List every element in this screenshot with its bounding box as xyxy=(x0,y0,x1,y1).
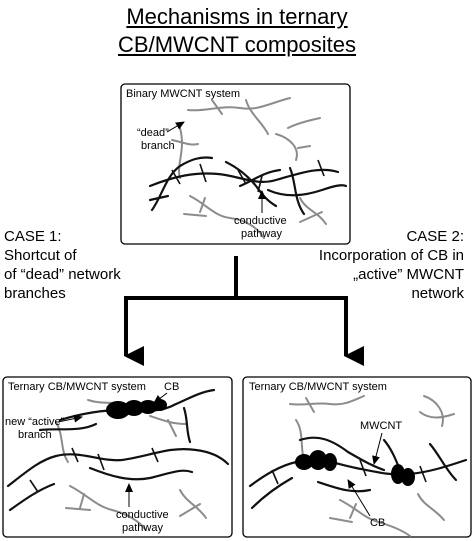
dead-nanotube xyxy=(55,421,69,463)
active-nanotube xyxy=(238,168,282,188)
dead-nanotube xyxy=(417,493,445,521)
case-1-heading: CASE 1: xyxy=(4,228,62,245)
dead-nanotube xyxy=(349,503,357,519)
dead-branch-arrow xyxy=(166,121,185,133)
cnt-junction-ticks xyxy=(29,447,159,493)
carbon-black-aggregate xyxy=(295,450,337,471)
dead-nanotube xyxy=(245,99,269,135)
dead-nanotube xyxy=(339,499,411,537)
cb-arrow xyxy=(347,479,371,517)
dead-nanotube xyxy=(305,397,315,413)
dead-nanotube xyxy=(275,133,298,161)
dead-nanotube xyxy=(179,489,207,519)
case-2-line-3: „active” MWCNT xyxy=(353,266,464,283)
branching-arrows xyxy=(124,256,364,366)
carbon-black-aggregate xyxy=(106,399,167,419)
case-1-line-2: Shortcut of xyxy=(4,247,77,264)
mwcnt-arrow xyxy=(372,432,383,465)
active-nanotube xyxy=(428,442,458,482)
new-active-branch-label: new “active” xyxy=(5,416,65,428)
active-nanotube xyxy=(8,482,56,512)
dead-nanotube xyxy=(178,127,183,179)
cb-arrow xyxy=(153,392,168,404)
dead-nanotube xyxy=(287,117,321,129)
dead-nanotube xyxy=(299,197,327,225)
dead-nanotube xyxy=(187,97,291,112)
binary-panel: Binary MWCNT system xyxy=(120,83,351,245)
conductive-pathway-label: pathway xyxy=(241,228,282,240)
dead-nanotube xyxy=(69,485,147,531)
title-line-2: CB/MWCNT composites xyxy=(118,32,356,57)
dead-nanotube xyxy=(419,411,455,419)
active-nanotube xyxy=(316,480,372,493)
dead-nanotube xyxy=(65,507,91,511)
dead-nanotube xyxy=(79,493,85,509)
active-nanotube xyxy=(88,466,194,481)
conductive-pathway-label: conductive xyxy=(234,215,287,227)
active-nanotube xyxy=(148,168,340,188)
mwcnt-label: MWCNT xyxy=(360,420,402,432)
conductive-pathway-label: conductive xyxy=(116,509,169,521)
ternary-panel-case-1: Ternary CB/MWCNT system xyxy=(2,376,233,538)
active-nanotube xyxy=(248,458,468,488)
title-line-1: Mechanisms in ternary xyxy=(126,4,348,29)
new-active-branch-label: branch xyxy=(18,429,52,441)
dead-nanotube xyxy=(183,213,207,217)
carbon-black-aggregate xyxy=(391,464,415,486)
cnt-junction-ticks xyxy=(171,159,325,193)
dead-nanotube xyxy=(297,145,311,149)
active-network xyxy=(6,388,230,512)
active-network xyxy=(148,156,348,216)
active-nanotube xyxy=(6,448,230,488)
active-nanotube xyxy=(266,184,348,197)
case-2-panel-label: Ternary CB/MWCNT system xyxy=(249,381,387,393)
dead-nanotube xyxy=(299,211,323,223)
cb-label: CB xyxy=(164,381,179,393)
dead-branches xyxy=(171,97,327,239)
active-nanotube xyxy=(288,166,306,216)
dead-nanotube xyxy=(171,139,199,146)
binary-panel-label: Binary MWCNT system xyxy=(126,88,240,100)
active-nanotube xyxy=(224,160,278,208)
dead-nanotube xyxy=(149,415,187,425)
new-active-branch-arrow xyxy=(57,414,83,423)
case-2-line-4: network xyxy=(411,285,464,302)
case-1-panel-frame xyxy=(2,376,233,538)
case-2-text: CASE 2: Incorporation of CB in „active” … xyxy=(319,227,464,303)
ternary-panel-case-2: Ternary CB/MWCNT system xyxy=(242,376,472,538)
dead-nanotube xyxy=(179,503,201,517)
conductive-pathway-label: pathway xyxy=(122,522,163,534)
dead-branch-label: branch xyxy=(141,140,175,152)
active-nanotube xyxy=(150,156,214,212)
cb-label: CB xyxy=(370,517,385,529)
case-1-text: CASE 1: Shortcut of of “dead” network br… xyxy=(4,227,121,303)
dead-nanotube xyxy=(167,419,177,437)
active-nanotube xyxy=(250,476,294,510)
case-1-line-3: of “dead” network xyxy=(4,266,121,283)
dead-branch-label: “dead” xyxy=(137,127,169,139)
active-nanotube xyxy=(148,194,170,202)
active-nanotube xyxy=(182,406,192,444)
case-1-panel-label: Ternary CB/MWCNT system xyxy=(8,381,146,393)
active-nanotube xyxy=(298,436,386,472)
case-1-line-4: branches xyxy=(4,285,66,302)
case-2-line-2: Incorporation of CB in xyxy=(318,247,464,264)
case-2-heading: CASE 2: xyxy=(406,228,464,245)
dead-nanotube xyxy=(329,517,353,523)
dead-nanotube xyxy=(211,99,223,115)
cnt-junction-ticks xyxy=(271,459,427,485)
dead-nanotube xyxy=(289,395,365,406)
active-nanotube xyxy=(38,422,98,432)
dead-nanotube xyxy=(423,395,444,427)
dead-branches xyxy=(55,399,207,531)
dead-nanotube xyxy=(199,197,206,213)
active-network xyxy=(248,436,468,510)
